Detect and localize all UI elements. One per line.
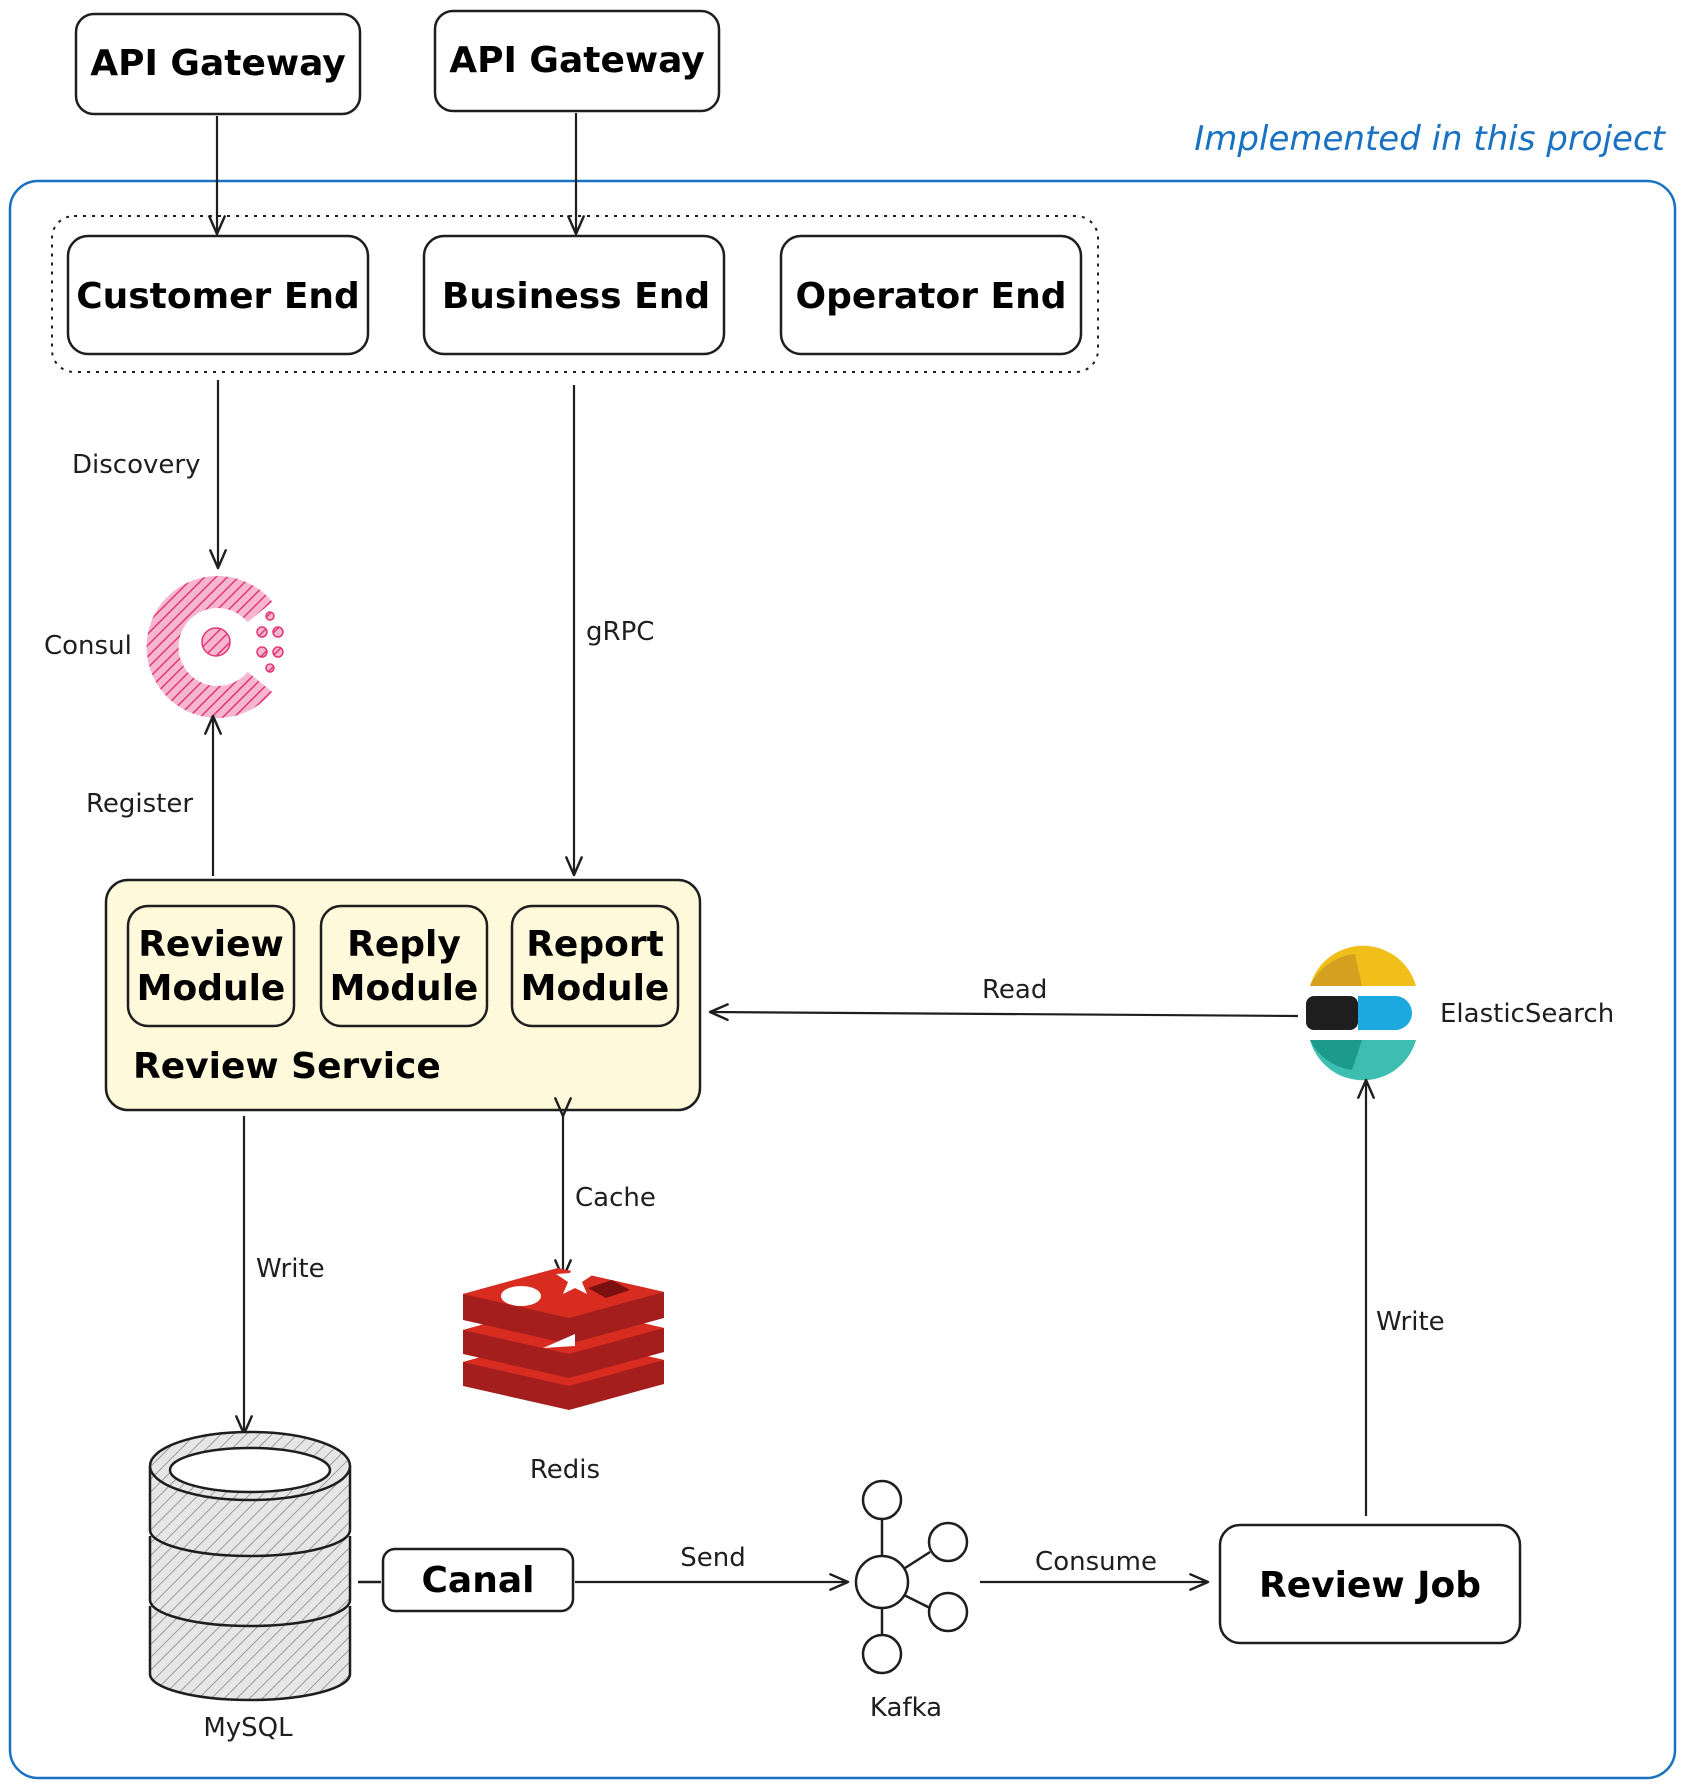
report-module[interactable]: Report Module — [510, 904, 680, 1028]
api-gateway-business[interactable]: API Gateway — [433, 9, 721, 113]
label-read: Read — [982, 975, 1047, 1005]
reply-module-line1: Reply — [347, 924, 461, 965]
review-job[interactable]: Review Job — [1218, 1523, 1522, 1645]
label-discovery: Discovery — [72, 450, 200, 480]
review-service-title: Review Service — [133, 1046, 441, 1087]
customer-end[interactable]: Customer End — [66, 234, 370, 356]
clients-group — [51, 215, 1099, 373]
review-module-line2: Module — [137, 968, 286, 1009]
reply-module-line2: Module — [330, 968, 479, 1009]
label-grpc: gRPC — [586, 617, 654, 647]
consul-icon — [146, 576, 284, 718]
label-consul: Consul — [44, 631, 132, 661]
label-write-es: Write — [1376, 1307, 1445, 1337]
review-module-line1: Review — [138, 924, 284, 965]
redis-icon — [463, 1262, 664, 1410]
operator-end[interactable]: Operator End — [779, 234, 1083, 356]
label-mysql: MySQL — [203, 1713, 293, 1743]
canal-node[interactable]: Canal — [381, 1547, 575, 1613]
kafka-icon — [854, 1479, 969, 1675]
label-redis: Redis — [530, 1455, 600, 1485]
reply-module[interactable]: Reply Module — [319, 904, 489, 1028]
arrow-read — [708, 1003, 1299, 1022]
project-boundary — [8, 179, 1677, 1780]
label-kafka: Kafka — [870, 1693, 942, 1723]
label-cache: Cache — [575, 1183, 656, 1213]
canal-label: Canal — [422, 1560, 535, 1601]
operator-end-label: Operator End — [795, 276, 1066, 317]
label-consume: Consume — [1035, 1547, 1157, 1577]
label-write-mysql: Write — [256, 1254, 325, 1284]
api-gateway-customer-label: API Gateway — [90, 43, 346, 84]
business-end[interactable]: Business End — [422, 234, 726, 356]
label-elasticsearch: ElasticSearch — [1440, 999, 1614, 1029]
label-send: Send — [680, 1543, 745, 1573]
review-job-label: Review Job — [1259, 1565, 1481, 1606]
report-module-line1: Report — [526, 924, 664, 965]
elasticsearch-icon — [1306, 945, 1416, 1081]
mysql-icon — [148, 1430, 352, 1702]
label-register: Register — [86, 789, 193, 819]
api-gateway-customer[interactable]: API Gateway — [74, 12, 362, 116]
review-module[interactable]: Review Module — [126, 904, 296, 1028]
business-end-label: Business End — [442, 276, 710, 317]
customer-end-label: Customer End — [76, 276, 360, 317]
report-module-line2: Module — [521, 968, 670, 1009]
api-gateway-business-label: API Gateway — [449, 40, 705, 81]
project-label: Implemented in this project — [1194, 119, 1666, 159]
